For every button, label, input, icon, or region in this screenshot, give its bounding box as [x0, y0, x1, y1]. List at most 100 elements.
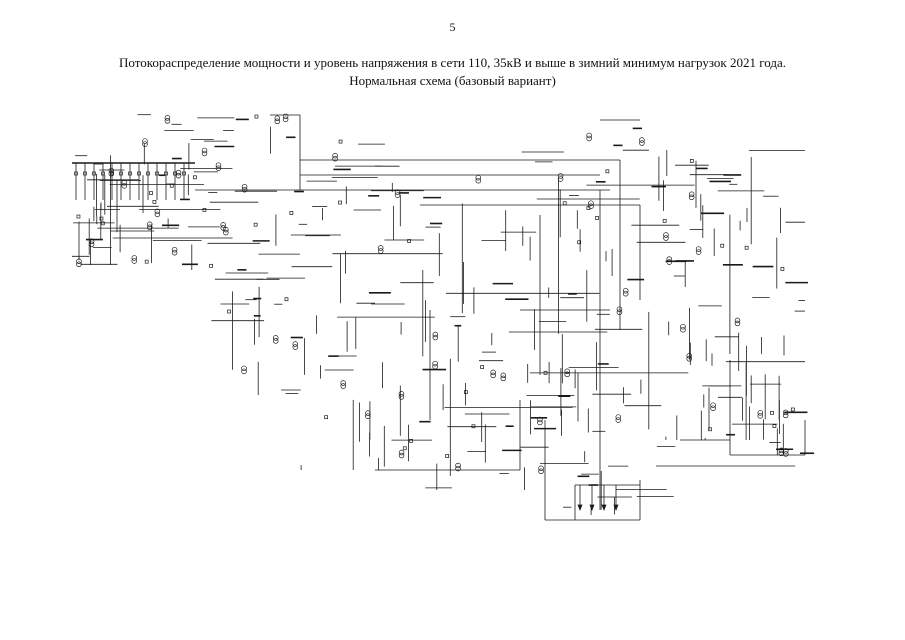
- network-lines: [72, 114, 806, 521]
- transformer-winding: [666, 256, 673, 262]
- breaker: [770, 410, 774, 415]
- transformer-winding: [201, 147, 208, 154]
- substation-nodes: [72, 113, 815, 511]
- transformer-winding: [241, 368, 247, 375]
- transformer-winding: [282, 113, 289, 120]
- transformer-winding: [663, 235, 669, 241]
- transformer-winding: [377, 245, 384, 251]
- transformer-winding: [282, 116, 289, 123]
- breaker: [471, 424, 476, 429]
- transformer-winding: [615, 417, 622, 423]
- title-line-2: Нормальная схема (базовый вариант): [349, 73, 556, 88]
- transformer-winding: [142, 141, 148, 147]
- breaker: [76, 214, 81, 219]
- transformer-winding: [131, 258, 138, 264]
- breaker: [83, 171, 87, 176]
- transformer-winding: [121, 183, 128, 189]
- breaker: [209, 263, 213, 268]
- transformer-winding: [783, 448, 789, 454]
- transformer-winding: [710, 402, 716, 408]
- transformer-winding: [146, 224, 153, 231]
- transformer-winding: [564, 371, 570, 378]
- transformer-winding: [215, 162, 222, 168]
- transformer-winding: [175, 172, 182, 179]
- transformer-winding: [490, 372, 496, 379]
- breaker: [562, 201, 567, 206]
- transformer-winding: [695, 246, 702, 252]
- transformer-winding: [201, 150, 208, 157]
- transformer-winding: [432, 334, 439, 341]
- transformer-winding: [215, 165, 222, 171]
- breaker: [689, 159, 694, 163]
- transformer-winding: [782, 412, 789, 419]
- page-number: 5: [449, 20, 456, 34]
- transformer-winding: [639, 137, 645, 143]
- transformer-winding: [588, 200, 594, 206]
- transformer-winding: [76, 261, 82, 268]
- transformer-winding: [500, 375, 507, 382]
- transformer-winding: [616, 309, 623, 315]
- transformer-winding: [88, 241, 95, 248]
- breaker: [202, 208, 207, 212]
- transformer-winding: [241, 183, 248, 190]
- breaker: [119, 171, 123, 176]
- breaker: [577, 240, 582, 245]
- transformer-winding: [475, 174, 482, 181]
- load-arrow-icon: [601, 504, 607, 511]
- transformer-winding: [490, 369, 496, 376]
- transformer-winding: [734, 320, 741, 327]
- transformer-winding: [538, 465, 544, 472]
- transformer-winding: [622, 287, 629, 294]
- breaker: [720, 243, 725, 248]
- breaker: [780, 267, 785, 271]
- transformer-winding: [220, 222, 226, 228]
- transformer-winding: [686, 356, 693, 362]
- breaker: [227, 309, 231, 314]
- transformer-winding: [340, 383, 347, 389]
- transformer-winding: [432, 363, 438, 370]
- breaker: [152, 200, 157, 204]
- transformer-winding: [537, 416, 543, 423]
- transformer-winding: [680, 323, 686, 330]
- transformer-winding: [616, 306, 623, 312]
- transformer-winding: [537, 419, 543, 426]
- breaker: [254, 114, 259, 119]
- transformer-winding: [432, 331, 439, 338]
- breaker: [110, 171, 114, 176]
- breaker: [169, 183, 174, 188]
- breaker: [100, 221, 105, 226]
- transformer-winding: [164, 118, 171, 124]
- transformer-winding: [164, 115, 171, 121]
- transformer-winding: [622, 290, 629, 297]
- breaker: [74, 171, 78, 176]
- transformer-winding: [398, 452, 405, 459]
- transformer-winding: [241, 365, 247, 372]
- breaker: [662, 218, 667, 223]
- breaker: [155, 171, 159, 176]
- breaker: [253, 222, 258, 227]
- transformer-winding: [272, 335, 279, 341]
- transformer-winding: [588, 203, 594, 209]
- transformer-winding: [292, 344, 299, 350]
- breaker: [708, 427, 712, 432]
- transformer-winding: [663, 232, 669, 238]
- breaker: [605, 169, 610, 174]
- breaker: [101, 171, 105, 176]
- transformer-winding: [734, 317, 741, 324]
- transformer-winding: [365, 413, 371, 419]
- transformer-winding: [615, 414, 622, 420]
- transformer-winding: [455, 462, 461, 469]
- load-arrow-icon: [613, 504, 619, 511]
- breaker: [464, 390, 468, 394]
- transformer-winding: [223, 229, 229, 236]
- breaker: [144, 259, 149, 264]
- breaker: [284, 297, 289, 302]
- transformer-winding: [332, 155, 338, 162]
- transformer-winding: [475, 177, 482, 184]
- transformer-winding: [564, 368, 570, 375]
- breaker: [595, 216, 599, 220]
- breaker: [480, 365, 484, 369]
- transformer-winding: [88, 238, 95, 245]
- breaker: [338, 200, 342, 205]
